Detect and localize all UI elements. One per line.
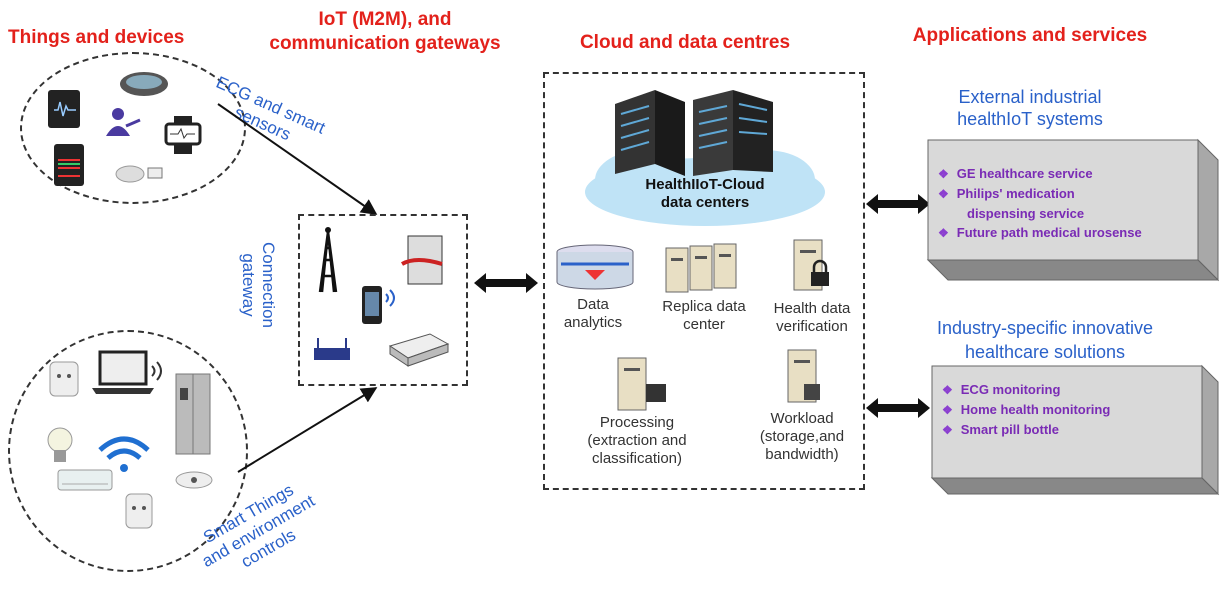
lock-icon bbox=[811, 259, 829, 286]
cloud-title-line2: data centers bbox=[660, 194, 750, 211]
wifi-router-icon bbox=[314, 338, 350, 360]
workload-line1: Workload bbox=[770, 410, 834, 427]
processing-label: Processing (extraction and classificatio… bbox=[572, 414, 702, 468]
gateway-box bbox=[298, 214, 468, 386]
bullet-icon: ❖ bbox=[938, 167, 949, 181]
header-applications: Applications and services bbox=[912, 25, 1148, 46]
industry-title: Industry-specific innovative healthcare … bbox=[920, 316, 1170, 364]
bullet-icon: ❖ bbox=[942, 423, 953, 437]
processing-line3: classification) bbox=[591, 450, 683, 467]
replica-line2: center bbox=[683, 316, 725, 333]
bullet-icon: ❖ bbox=[938, 226, 949, 240]
external-box-3d bbox=[926, 138, 1220, 282]
external-item-3: ❖Future path medical urosense bbox=[938, 225, 1142, 240]
workload-line3: bandwidth) bbox=[765, 446, 839, 463]
replica-line1: Replica data bbox=[662, 298, 746, 315]
devices-icons bbox=[48, 72, 202, 186]
data-analytics-label: Data analytics bbox=[548, 296, 638, 332]
smoke-detector-icon bbox=[175, 471, 213, 489]
person-icon bbox=[106, 108, 141, 136]
health-tablet-icon bbox=[54, 144, 84, 186]
smart-plug-icon bbox=[49, 361, 79, 397]
double-arrow-cloud-external bbox=[866, 194, 930, 214]
cloud-title: HealthIIoT-Cloud data centers bbox=[620, 176, 790, 212]
server-racks-icon bbox=[615, 90, 773, 176]
double-arrow-gateway-cloud bbox=[474, 273, 538, 293]
smart-bulb-icon bbox=[47, 427, 73, 462]
external-list: ❖GE healthcare service ❖Philips' medicat… bbox=[938, 164, 1142, 243]
industry-box-3d bbox=[930, 364, 1220, 496]
bullet-icon: ❖ bbox=[942, 383, 953, 397]
devices-ellipse bbox=[20, 52, 246, 204]
cell-tower-icon bbox=[318, 227, 338, 293]
analytics-line2: analytics bbox=[563, 314, 623, 331]
arrow-smart-to-gateway bbox=[237, 387, 378, 473]
workload-label: Workload (storage,and bandwidth) bbox=[746, 410, 858, 464]
connection-arrows bbox=[217, 103, 930, 473]
header-iot-line1: IoT (M2M), and bbox=[318, 9, 452, 30]
processing-server-icon bbox=[617, 357, 666, 411]
data-analytics-icon bbox=[556, 244, 634, 290]
external-item-2-cont: dispensing service bbox=[967, 206, 1085, 221]
replica-label: Replica data center bbox=[650, 298, 758, 334]
header-cloud: Cloud and data centres bbox=[579, 32, 791, 53]
verification-label: Health data verification bbox=[762, 300, 862, 336]
cloud-datacentre-box bbox=[543, 72, 865, 490]
verification-line2: verification bbox=[776, 318, 848, 335]
laptop-icon bbox=[92, 350, 162, 394]
external-title: External industrial healthIoT systems bbox=[920, 86, 1140, 130]
header-iot-line2: communication gateways bbox=[269, 33, 501, 54]
workload-server-icon bbox=[787, 349, 820, 403]
external-title-line1: External industrial bbox=[958, 87, 1102, 107]
processing-line2: (extraction and bbox=[587, 432, 687, 449]
external-item-1: ❖GE healthcare service bbox=[938, 166, 1093, 181]
cloud-graphic bbox=[585, 90, 825, 226]
header-iot-gateways: IoT (M2M), and communication gateways bbox=[250, 8, 520, 56]
arrow-devices-to-gateway bbox=[217, 103, 378, 215]
bullet-icon: ❖ bbox=[938, 187, 949, 201]
analytics-line1: Data bbox=[577, 296, 609, 313]
industry-item-2: ❖Home health monitoring bbox=[942, 402, 1111, 417]
wifi-icon bbox=[98, 436, 150, 472]
smart-plug-2-icon bbox=[125, 493, 153, 529]
cloud-title-line1: HealthIIoT-Cloud bbox=[645, 176, 765, 193]
workload-line2: (storage,and bbox=[759, 428, 845, 445]
smart-things-ellipse bbox=[8, 330, 248, 572]
smart-things-icons bbox=[47, 350, 213, 529]
header-things-and-devices: Things and devices bbox=[8, 27, 185, 48]
smartwatch-icon bbox=[164, 116, 202, 154]
modem-icon bbox=[388, 333, 450, 367]
processing-line1: Processing bbox=[599, 414, 675, 431]
ecg-tablet-icon bbox=[48, 90, 80, 128]
replica-servers-icon bbox=[665, 243, 737, 293]
industry-item-3: ❖Smart pill bottle bbox=[942, 422, 1059, 437]
verification-server-icon bbox=[793, 239, 829, 291]
bullet-icon: ❖ bbox=[942, 403, 953, 417]
external-title-line2: healthIoT systems bbox=[957, 109, 1103, 129]
industry-list: ❖ECG monitoring ❖Home health monitoring … bbox=[942, 380, 1110, 440]
server-router-icon bbox=[401, 235, 443, 285]
gateway-icons bbox=[314, 227, 450, 367]
sensor-patch-icon bbox=[115, 165, 163, 183]
smartphone-icon bbox=[362, 286, 395, 324]
industry-title-line1: Industry-specific innovative bbox=[936, 318, 1154, 338]
external-item-2: ❖Philips' medication bbox=[938, 186, 1075, 201]
air-conditioner-icon bbox=[57, 469, 113, 491]
industry-item-1: ❖ECG monitoring bbox=[942, 382, 1061, 397]
refrigerator-icon bbox=[175, 373, 211, 455]
wristband-icon bbox=[120, 72, 168, 96]
industry-title-line2: healthcare solutions bbox=[964, 342, 1126, 362]
double-arrow-cloud-industry bbox=[866, 398, 930, 418]
verification-line1: Health data bbox=[773, 300, 851, 317]
